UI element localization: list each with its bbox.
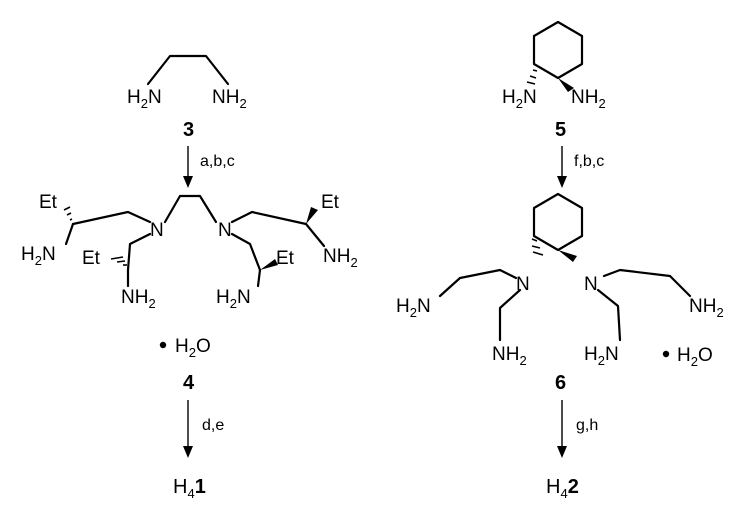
reaction-arrow-1 [183, 146, 193, 188]
svg-text:H2O: H2O [175, 336, 211, 360]
nitrogen-atom: N [516, 274, 530, 295]
amine-label: NH2 [689, 296, 724, 320]
nitrogen-atom: N [584, 274, 598, 295]
ethyl-group: Et [276, 248, 295, 269]
amine-label: H2N [396, 296, 431, 320]
reaction-conditions: d,e [202, 417, 224, 434]
nitrogen-atom: N [150, 220, 164, 241]
compound-number-6: 6 [555, 372, 566, 394]
amine-label: H2N [584, 344, 619, 368]
compound-6-structure: N N H2N NH2 H2N NH2 [396, 192, 724, 368]
reaction-conditions: a,b,c [200, 153, 235, 170]
compound-number-3: 3 [183, 119, 194, 141]
amine-label: H2N [216, 287, 251, 311]
amine-label: NH2 [492, 344, 527, 368]
amine-label: NH2 [571, 87, 606, 111]
amine-label: NH2 [121, 287, 156, 311]
amine-label: NH2 [212, 87, 247, 111]
compound-3-structure: H2N NH2 [127, 54, 247, 111]
nitrogen-atom: N [218, 220, 232, 241]
final-product-h4-1: H41 [173, 476, 206, 501]
ethyl-group: Et [321, 192, 340, 213]
ethyl-group: Et [39, 192, 58, 213]
compound-5-structure: H2N NH2 [502, 20, 606, 111]
hydrate-label: H2O [159, 336, 211, 360]
hydrate-label: H2O [662, 345, 713, 369]
compound-number-4: 4 [183, 372, 195, 394]
reaction-arrow-2 [183, 400, 193, 458]
reaction-conditions: f,b,c [574, 153, 604, 170]
reaction-conditions: g,h [576, 417, 598, 434]
amine-label: H2N [502, 87, 537, 111]
amine-label: NH2 [323, 246, 358, 270]
svg-text:H2O: H2O [677, 345, 713, 369]
amine-label: H2N [127, 87, 162, 111]
final-product-h4-2: H42 [546, 476, 579, 501]
compound-4-structure: N N Et H2N Et NH2 Et NH2 Et H2N [21, 192, 358, 311]
reaction-arrow-4 [557, 400, 567, 458]
reaction-arrow-3 [557, 146, 567, 188]
compound-number-5: 5 [555, 119, 566, 141]
amine-label: H2N [21, 244, 56, 268]
ethyl-group: Et [82, 248, 101, 269]
